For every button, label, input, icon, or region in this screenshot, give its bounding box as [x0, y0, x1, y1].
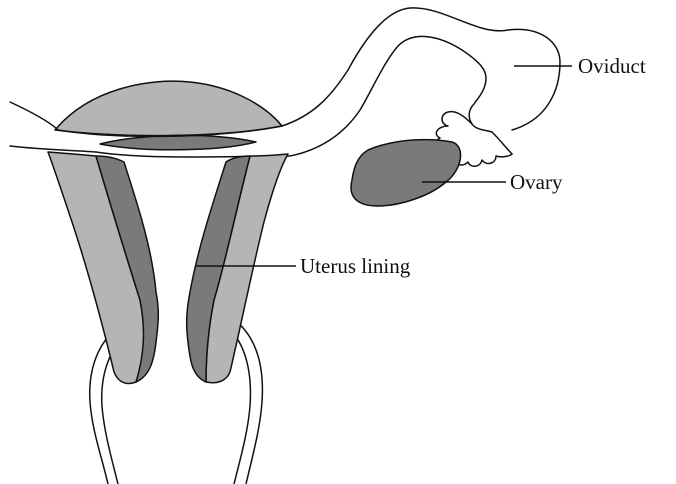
oviduct-tube	[10, 8, 560, 166]
oviduct-label: Oviduct	[578, 54, 646, 78]
uterus-wall-right	[187, 154, 288, 383]
uterus-wall-left	[48, 152, 158, 384]
ovary-shape	[351, 140, 461, 206]
ovary-label: Ovary	[510, 170, 563, 194]
uterus-lining-label: Uterus lining	[300, 254, 411, 278]
uterus-fundus	[55, 81, 282, 150]
